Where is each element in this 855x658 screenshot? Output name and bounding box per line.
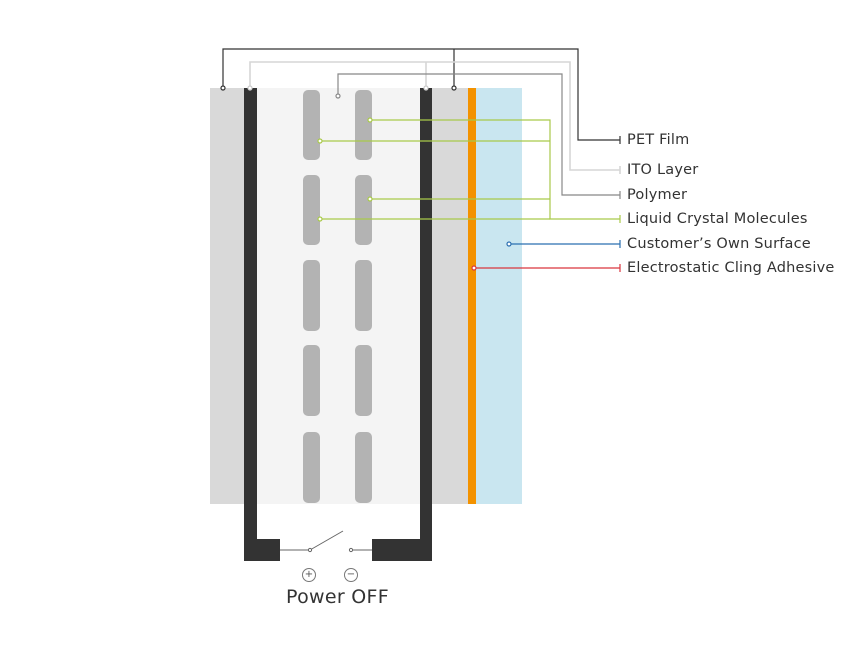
power-status-label: Power OFF [286,586,389,608]
liquid-crystal-molecule [355,90,372,160]
polymer-layer [257,88,420,504]
liquid-crystal-molecules [303,90,372,503]
liquid-crystal-molecule [303,432,320,503]
label-liquid-crystal: Liquid Crystal Molecules [627,211,808,227]
liquid-crystal-molecule [355,260,372,331]
point-lc-2 [317,138,323,144]
liquid-crystal-molecule [355,432,372,503]
terminal-right [372,539,432,561]
point-pet-left [220,85,226,91]
leader-line-ito [249,61,620,171]
label-ito-layer: ITO Layer [627,162,699,178]
switch-lever [309,530,344,551]
label-adhesive: Electrostatic Cling Adhesive [627,260,835,276]
leader-line-lc-1 [370,119,620,220]
liquid-crystal-molecule [355,345,372,416]
point-lc-3 [367,196,373,202]
point-lc-1 [367,117,373,123]
plus-terminal-icon: + [302,568,316,582]
liquid-crystal-molecule [303,345,320,416]
point-lc-4 [317,216,323,222]
leader-line-pet [222,48,620,141]
power-switch[interactable] [280,530,372,553]
liquid-crystal-molecule [303,175,320,245]
liquid-crystal-molecule [303,260,320,331]
point-ito-right [423,85,429,91]
power-circuit [244,504,432,561]
pet-film-right [432,88,468,504]
label-customer-surface: Customer’s Own Surface [627,236,811,252]
ito-layer-right [420,88,432,504]
liquid-crystal-molecule [355,175,372,245]
adhesive-layer [468,88,476,504]
liquid-crystal-molecule [303,90,320,160]
label-pet-film: PET Film [627,132,690,148]
point-polymer [335,93,341,99]
point-pet-right [451,85,457,91]
pet-film-left [210,88,244,504]
customer-surface [476,88,522,504]
point-surface [506,241,512,247]
minus-terminal-icon: − [344,568,358,582]
terminal-left [244,539,280,561]
label-polymer: Polymer [627,187,688,203]
point-ito-left [247,85,253,91]
ito-layer-left [244,88,257,504]
leader-line-polymer [337,73,620,196]
point-adhesive [471,265,477,271]
